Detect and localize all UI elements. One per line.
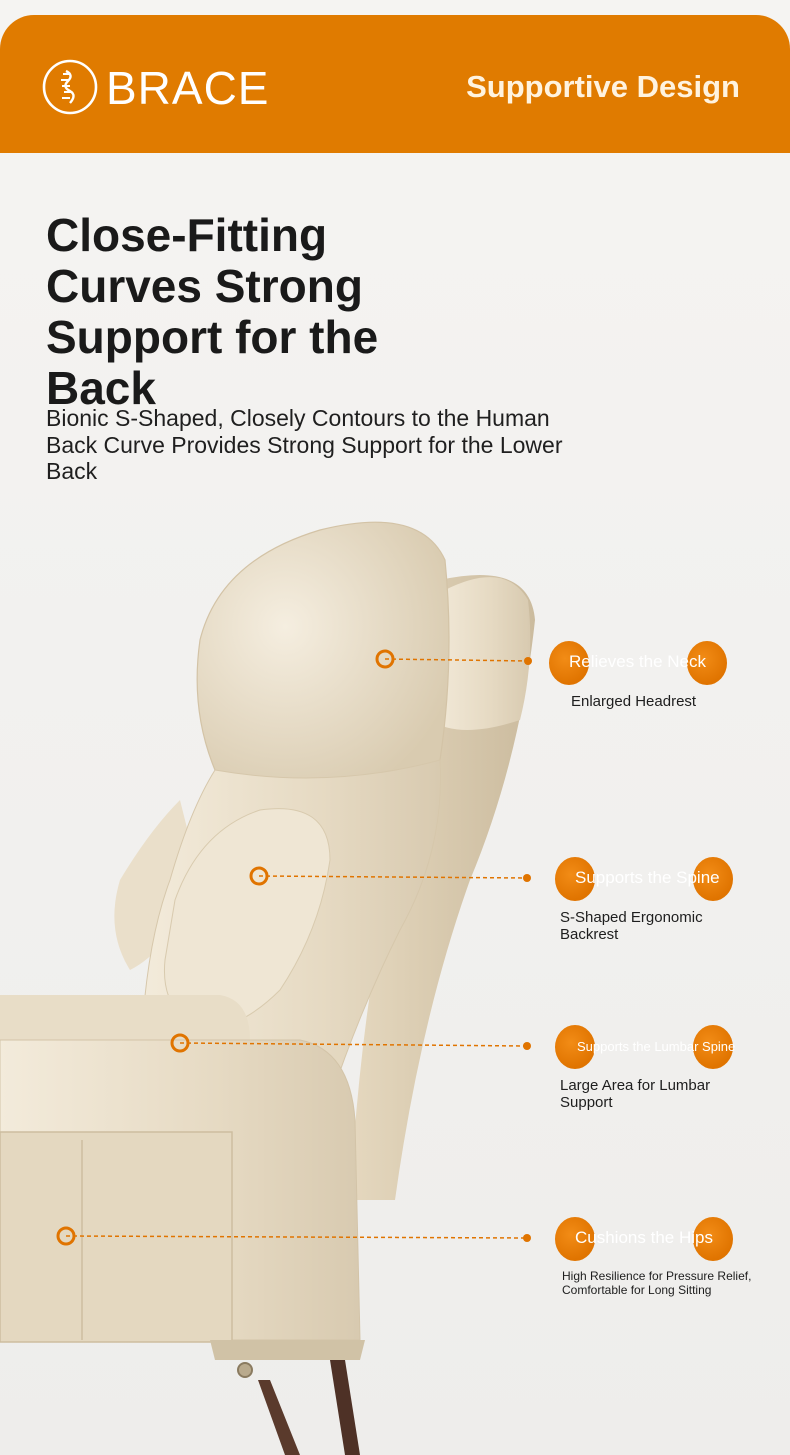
header-bar: BRACE Supportive Design bbox=[0, 15, 790, 153]
callout-description: Enlarged Headrest bbox=[571, 693, 697, 710]
callout-lumbar: Supports the Lumbar Spine Large Area for… bbox=[555, 1025, 745, 1111]
callout-label: Supports the Lumbar Spine bbox=[577, 1039, 736, 1054]
callout-description: High Resilience for Pressure Relief, Com… bbox=[562, 1269, 752, 1297]
badge-dot-right bbox=[693, 1025, 733, 1069]
recliner-chair-image bbox=[0, 521, 535, 1455]
callout-badge: Cushions the Hips bbox=[555, 1217, 765, 1261]
badge-dot-left bbox=[549, 641, 589, 685]
badge-dot-right bbox=[693, 1217, 733, 1261]
brand-name: BRACE bbox=[106, 62, 270, 114]
badge-dot-left bbox=[555, 857, 595, 901]
callout-spine: Supports the Spine S-Shaped Ergonomic Ba… bbox=[555, 857, 745, 943]
badge-dot-left bbox=[555, 1025, 595, 1069]
callout-description: Large Area for Lumbar Support bbox=[560, 1077, 711, 1111]
callout-label: Supports the Spine bbox=[575, 868, 720, 887]
headline: Close-Fitting Curves Strong Support for … bbox=[46, 209, 379, 414]
subheadline: Bionic S-Shaped, Closely Contours to the… bbox=[46, 405, 563, 484]
callout-label: Cushions the Hips bbox=[575, 1228, 713, 1247]
callout-hips: Cushions the Hips High Resilience for Pr… bbox=[555, 1217, 765, 1297]
callout-badge: Supports the Lumbar Spine bbox=[555, 1025, 745, 1069]
callout-label: Relieves the Neck bbox=[569, 652, 707, 671]
callout-neck: Relieves the Neck Enlarged Headrest bbox=[549, 641, 739, 710]
callout-badge: Relieves the Neck bbox=[549, 641, 739, 685]
badge-dot-left bbox=[555, 1217, 595, 1261]
callout-description: S-Shaped Ergonomic Backrest bbox=[560, 909, 703, 943]
badge-dot-right bbox=[693, 857, 733, 901]
badge-dot-right bbox=[687, 641, 727, 685]
callout-badge: Supports the Spine bbox=[555, 857, 745, 901]
spine-logo-icon bbox=[42, 59, 98, 115]
section-title: Supportive Design bbox=[466, 69, 740, 104]
